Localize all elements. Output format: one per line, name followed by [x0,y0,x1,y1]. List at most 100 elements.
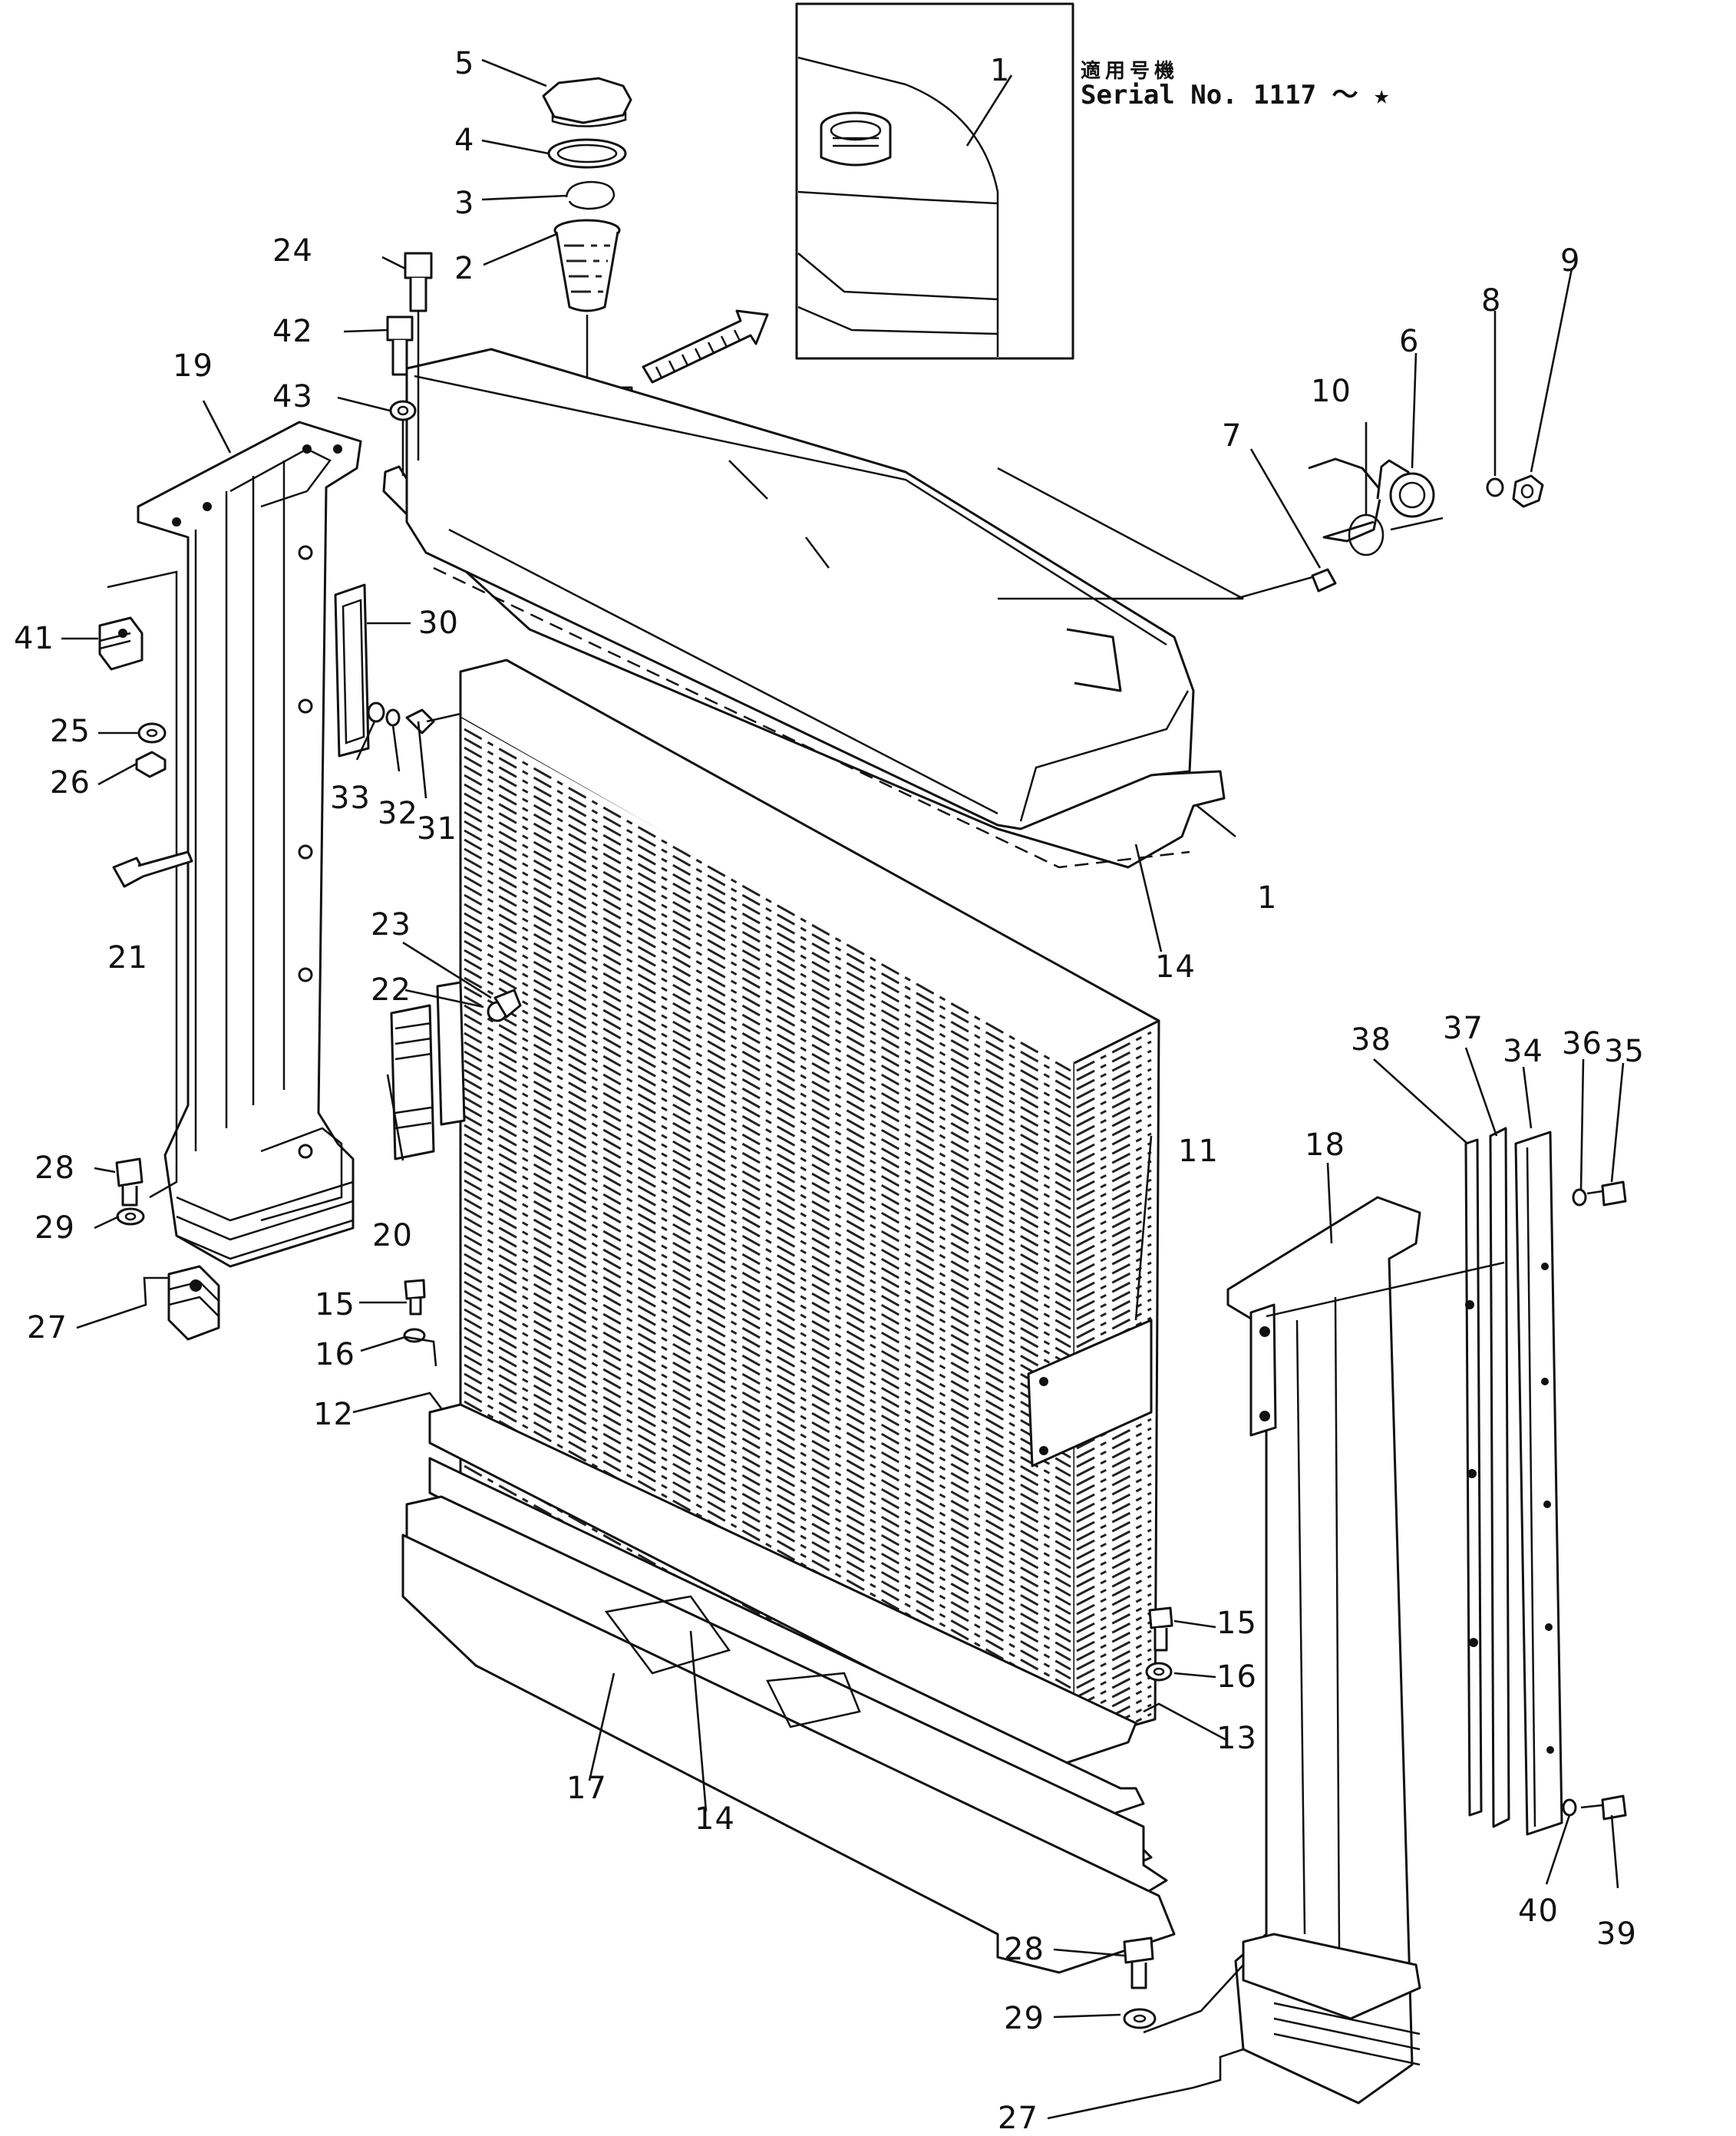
serial-number-text: Serial No. 1117 ～ ★ [1081,80,1390,111]
core-side-fin-line [1076,1114,1152,1155]
core-fin-line [464,1188,1071,1533]
core-side-fin-line [1076,1611,1152,1652]
core-side-fin-line [1076,1224,1152,1266]
callout-34: 34 [1503,1034,1543,1069]
core-side-fin-line [1076,1556,1152,1597]
callout-17: 17 [566,1771,607,1806]
drain-parts [1235,457,1544,600]
callout-16-left: 16 [315,1337,355,1372]
core-side-fin-line [1076,1602,1152,1643]
core-side-fin-line [1076,1464,1152,1505]
core-side-fin-line [1076,1169,1152,1210]
core-side-fin-line [1076,1031,1152,1072]
core-fin-line [464,1207,1071,1551]
callout-2: 2 [454,251,475,286]
core-side-fin-line [1076,1620,1152,1662]
core-fin-line [464,764,1071,1109]
callout-28-left: 28 [35,1151,75,1186]
callout-4: 4 [454,123,475,158]
callout-28-right: 28 [1004,1932,1045,1967]
callout-26: 26 [50,765,91,801]
core-fin-line [464,820,1071,1164]
lower-tank [401,1403,1176,1974]
serial-note: 適用号機 Serial No. 1117 ～ ★ [1081,61,1389,110]
callout-30: 30 [418,606,459,641]
callout-32: 32 [378,796,418,831]
core-fin-line [464,1096,1071,1441]
callout-40: 40 [1518,1893,1559,1929]
core-side-fin-line [1076,1187,1152,1229]
core-side-fin-line [1076,1454,1152,1496]
core-side-fin-line [1076,1500,1152,1542]
core-fin-line [464,875,1071,1220]
core-fin-line [464,1170,1071,1514]
callout-39: 39 [1596,1916,1637,1952]
core-side-fin-line [1076,1519,1152,1560]
core-fin-line [464,1216,1071,1560]
core-side-fin-line [1076,1657,1152,1699]
callout-22: 22 [371,972,411,1008]
core-fin-line [464,838,1071,1183]
core-fin-line [464,1326,1071,1671]
core-fin-line [464,1013,1071,1358]
callout-18: 18 [1305,1127,1345,1163]
callout-20: 20 [372,1218,413,1253]
core-fin-line [464,774,1071,1118]
callout-29-left: 29 [35,1210,75,1246]
callout-42: 42 [272,314,313,349]
core-fin-line [464,1253,1071,1597]
core-side-fin-line [1076,1178,1152,1220]
core-fin-line [464,1197,1071,1542]
core-side-fin-line [1076,1298,1152,1339]
core-side-fin-line [1076,1077,1152,1118]
core-fin-line [464,1363,1071,1708]
core-side-fin-line [1076,1418,1152,1459]
core-side-fin-line [1076,1547,1152,1588]
callout-12: 12 [313,1397,354,1432]
core-fin-line [464,1289,1071,1634]
callout-21: 21 [107,940,148,976]
callout-33: 33 [330,781,371,816]
callout-15-right: 15 [1216,1606,1257,1641]
core-fin-line [464,921,1071,1266]
core-fin-line [464,893,1071,1238]
core-side-fin-line [1076,1537,1152,1579]
core-side-fin-line [1076,1648,1152,1689]
core-fin-line [464,857,1071,1201]
core-fin-line [464,1004,1071,1349]
right-side-frame [1226,1127,1563,2105]
core-fin-line [464,1335,1071,1680]
callout-16-right: 16 [1216,1659,1257,1695]
core-side-fin-line [1076,1574,1152,1616]
core-side-fin-line [1076,1307,1152,1349]
core-fin-line [464,783,1071,1127]
core-fin-line [464,949,1071,1293]
core-side-fin-line [1076,1445,1152,1487]
callout-41: 41 [14,621,54,656]
core-side-fin-line [1076,1095,1152,1137]
callout-5: 5 [454,46,475,81]
callout-11: 11 [1178,1134,1219,1169]
core-side-fin-line [1076,1040,1152,1081]
core-side-fin-line [1076,1593,1152,1634]
core-fin-line [464,1078,1071,1422]
core-side-fin-line [1076,1261,1152,1302]
core-fin-line [464,939,1071,1284]
core-fin-line [464,1179,1071,1524]
core-side-fin-line [1076,1086,1152,1127]
core-fin-line [464,1225,1071,1570]
core-fin-line [464,903,1071,1247]
core-fin-line [464,792,1071,1137]
core-side-fin-line [1076,1565,1152,1606]
core-fin-line [464,847,1071,1192]
core-side-fin-line [1076,1049,1152,1091]
core-fin-line [464,1234,1071,1579]
core-fin-line [464,967,1071,1312]
callout-35: 35 [1604,1034,1645,1069]
core-fin-line [464,1105,1071,1450]
callout-43: 43 [272,379,313,414]
core-fin-line [464,1243,1071,1588]
core-side-fin-line [1076,1436,1152,1477]
callout-7: 7 [1222,418,1243,454]
